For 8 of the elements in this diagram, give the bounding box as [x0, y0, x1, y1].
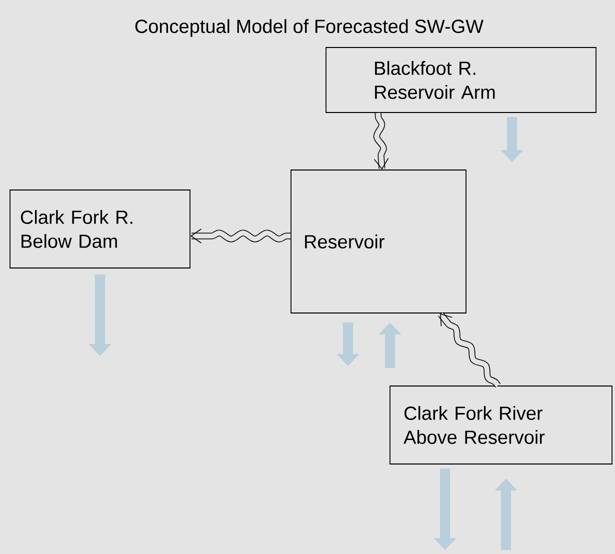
- location-box: Clark Fork River Above Reservoir: [390, 386, 612, 464]
- reservoir-box: Reservoir: [290, 170, 466, 314]
- location-box: Blackfoot R. Reservoir Arm: [326, 47, 596, 113]
- wavy-arrow: [438, 312, 501, 388]
- wavy-arrow: [190, 228, 291, 244]
- location-box: Clark Fork R. Below Dam: [10, 190, 190, 268]
- title: Conceptual Model of Forecasted SW-GW: [135, 19, 484, 37]
- wavy-arrow: [373, 112, 389, 170]
